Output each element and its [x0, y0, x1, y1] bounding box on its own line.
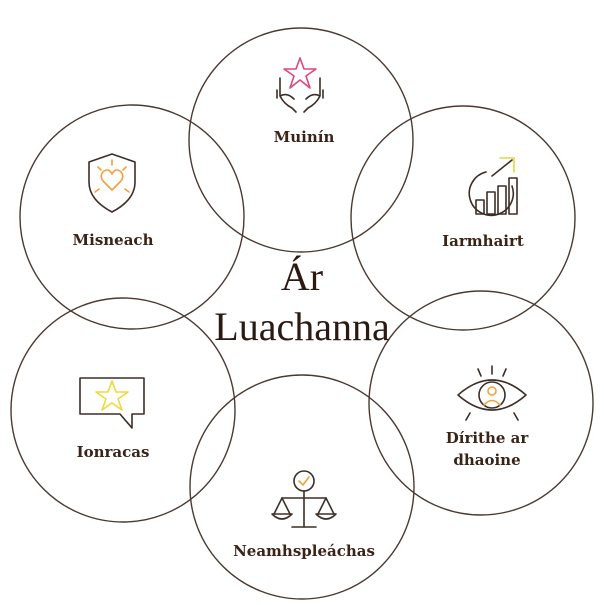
value-label-misneach: Misneach — [73, 231, 154, 249]
speech-bubble-star-icon — [79, 377, 145, 429]
growth-chart-icon — [468, 157, 518, 217]
value-label-dirithe-line1: Dírithe ar — [446, 429, 530, 447]
value-label-neamhspleachas: Neamhspleáchas — [233, 542, 375, 560]
value-label-iarmhairt: Iarmhairt — [442, 232, 524, 250]
petal-circle-top-left — [19, 104, 245, 330]
hands-star-icon — [276, 57, 324, 113]
petal-circle-bottom — [189, 374, 415, 600]
petal-circle-top-right — [350, 105, 576, 331]
value-label-muinin: Muinín — [274, 128, 335, 146]
balance-scale-icon — [271, 470, 337, 528]
eye-person-icon — [457, 365, 527, 421]
value-label-dirithe-line2: dhaoine — [453, 451, 520, 469]
petal-circle-bottom-right — [368, 290, 594, 516]
value-label-ionracas: Ionracas — [77, 443, 150, 461]
diagram-title-line2: Luachanna — [214, 304, 390, 349]
shield-heart-icon — [88, 153, 136, 213]
diagram-title-line1: Ár — [281, 254, 323, 299]
petal-circle-top — [188, 27, 414, 253]
petal-circle-bottom-left — [10, 297, 236, 523]
